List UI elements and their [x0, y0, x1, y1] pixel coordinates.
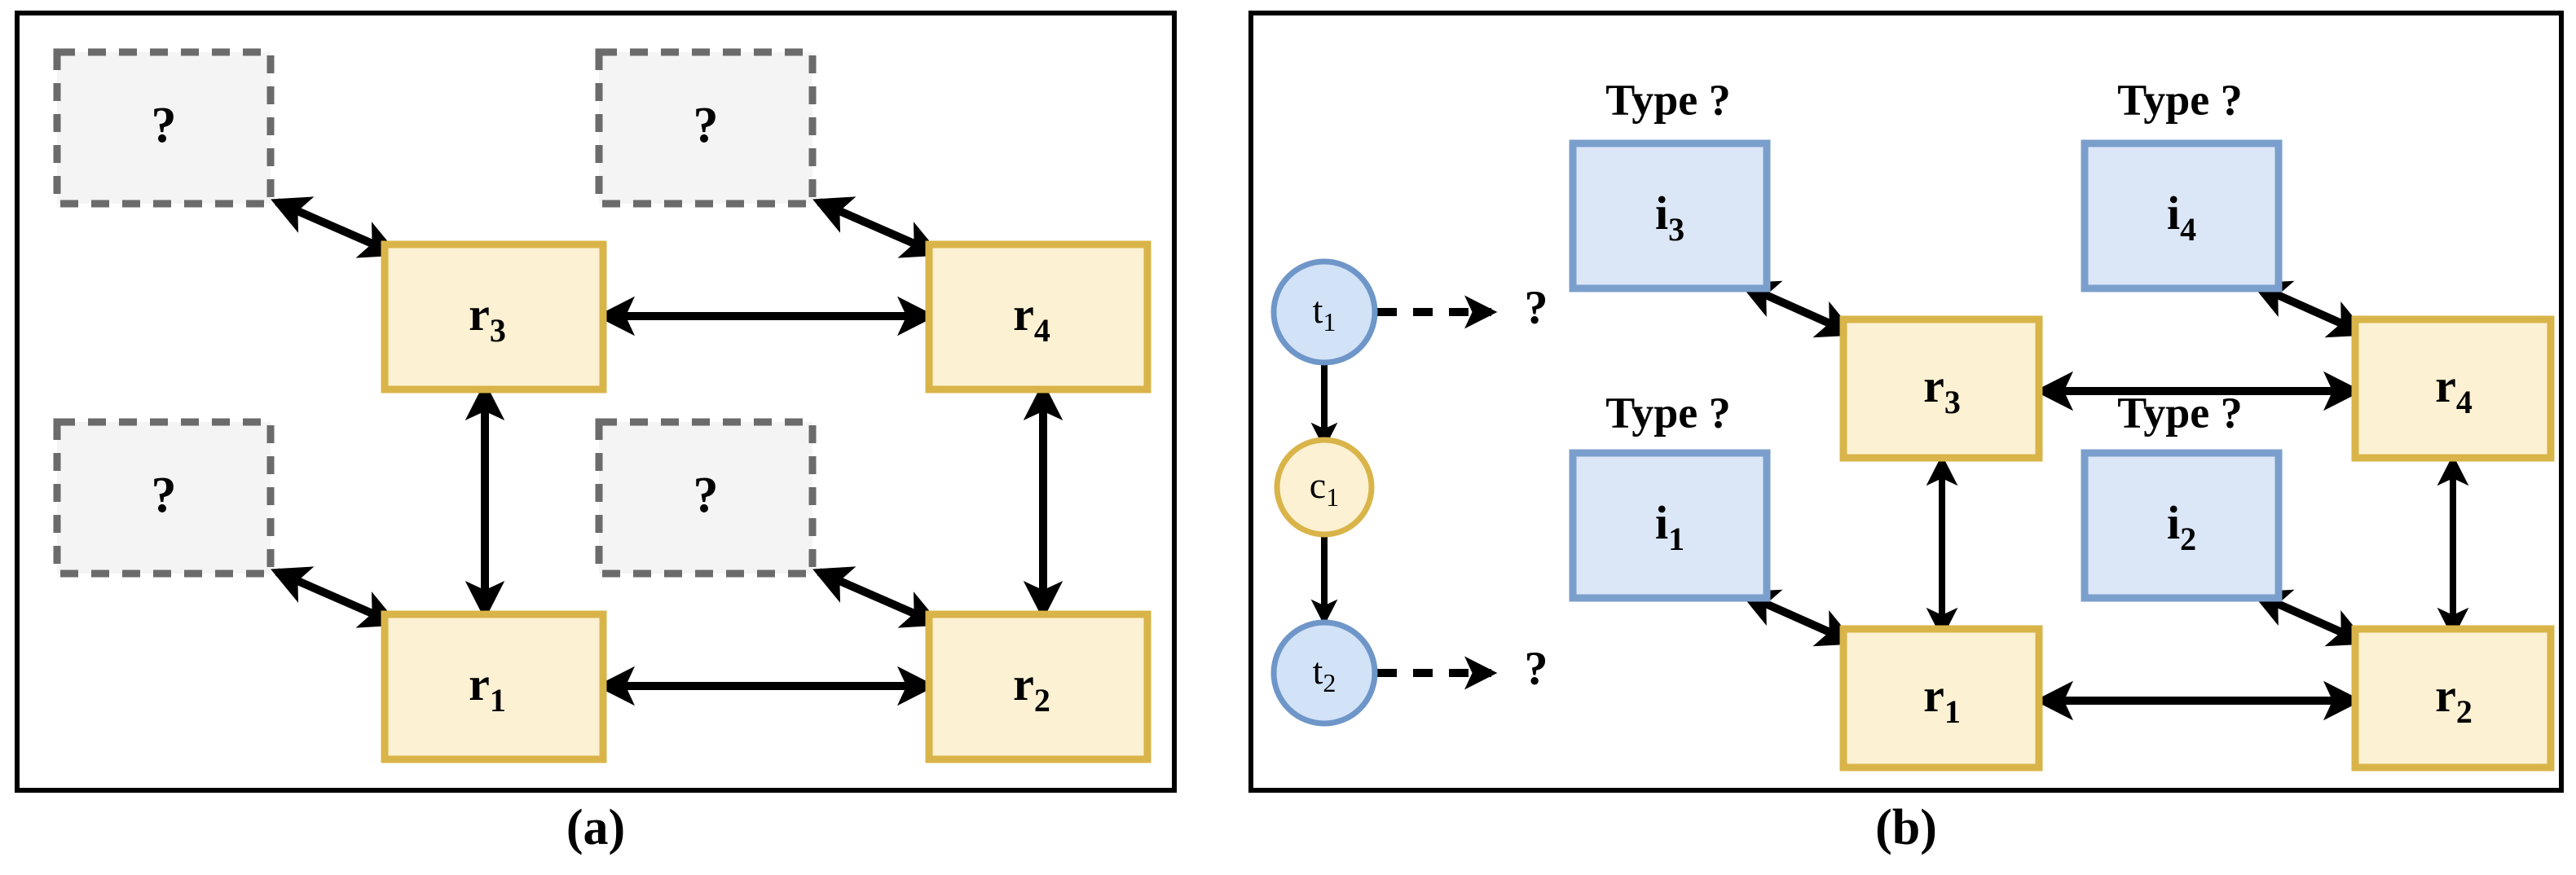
panel-b-node-r1-rect — [1839, 625, 2043, 772]
panel-a-node-r3-label: r3 — [469, 288, 506, 349]
panel-b-node-i3-rect — [1569, 139, 1771, 292]
panel-b-node-r3-rect — [1839, 315, 2043, 462]
panel-b-node-i1[interactable]: i1 — [1569, 449, 1771, 602]
unknown-node-a1-label: ? — [152, 98, 177, 153]
panel-b-node-c1[interactable]: c1 — [1274, 437, 1375, 538]
panel-a-node-r2-rect — [925, 610, 1151, 763]
panel-a-node-r1[interactable]: r1 — [381, 610, 607, 763]
panel-b-node-r1-label: r1 — [1923, 669, 1961, 730]
unknown-node-a1-rect — [53, 48, 275, 208]
type-label-i4: Type ? — [2117, 75, 2243, 124]
panel-b-node-t1-label: t1 — [1313, 289, 1336, 337]
panel-a-node-r3-rect — [381, 240, 607, 394]
type-label-i3: Type ? — [1605, 75, 1731, 124]
panel-b-caption: (b) — [1875, 800, 1937, 855]
panel-b-node-r3[interactable]: r3 — [1839, 315, 2043, 462]
panel-b-node-c1-label: c1 — [1310, 464, 1339, 512]
panel-b-node-r4-label: r4 — [2435, 359, 2473, 420]
panel-b-node-i1-label: i1 — [1655, 496, 1684, 557]
panel-a-node-r4[interactable]: r4 — [925, 240, 1151, 394]
unknown-node-a4[interactable]: ? — [595, 418, 817, 578]
panel-b-question-t1: ? — [1525, 280, 1548, 333]
panel-b-node-r2-rect — [2351, 625, 2555, 772]
panel-b-node-r2[interactable]: r2 — [2351, 625, 2555, 772]
panel-b-node-r2-label: r2 — [2435, 669, 2473, 730]
unknown-node-a1[interactable]: ? — [53, 48, 275, 208]
edge-i4-r4 — [2251, 280, 2368, 338]
panel-b-node-i4-rect — [2081, 139, 2283, 292]
unknown-node-a4-label: ? — [694, 468, 719, 523]
panel-a-node-r1-rect — [381, 610, 607, 763]
panel-b-node-r3-label: r3 — [1923, 359, 1961, 420]
panel-a-node-r4-label: r4 — [1013, 288, 1050, 349]
edge-unknown-a2-r4 — [812, 196, 941, 258]
panel-b-node-i4-label: i4 — [2167, 187, 2196, 248]
panel-a-node-r4-rect — [925, 240, 1151, 394]
panel-b-node-i3[interactable]: i3 — [1569, 139, 1771, 292]
edge-i1-r1 — [1739, 589, 1856, 647]
panel-b-node-i2-label: i2 — [2167, 496, 2196, 557]
panel-b-node-r1[interactable]: r1 — [1839, 625, 2043, 772]
type-label-i2: Type ? — [2117, 388, 2243, 437]
panel-b-node-r4[interactable]: r4 — [2351, 315, 2555, 462]
panel-a-node-r2-label: r2 — [1013, 657, 1050, 719]
panel-b-node-i3-label: i3 — [1655, 187, 1684, 248]
panel-b-node-i2-rect — [2081, 449, 2283, 602]
panel-a-caption: (a) — [566, 800, 625, 855]
panel-a-node-r3[interactable]: r3 — [381, 240, 607, 394]
panel-b-node-t2-shape — [1270, 619, 1378, 727]
panel-b-node-t1[interactable]: t1 — [1270, 258, 1378, 366]
edge-i3-r3 — [1739, 280, 1856, 338]
unknown-node-a2-label: ? — [694, 98, 719, 153]
panel-b-node-t2-label: t2 — [1313, 650, 1336, 698]
panel-b-node-i4[interactable]: i4 — [2081, 139, 2283, 292]
panel-b: t1 c1 t2 ? ? Type ? Type ? Type ? Type ?… — [1248, 11, 2564, 855]
unknown-node-a2[interactable]: ? — [595, 48, 817, 208]
panel-b-node-c1-shape — [1274, 437, 1375, 538]
panel-b-node-i2[interactable]: i2 — [2081, 449, 2283, 602]
panel-a: ? ? ? ? r3 r4 — [15, 11, 1177, 855]
edge-unknown-a3-r1 — [271, 566, 399, 628]
edge-unknown-a4-r2 — [812, 566, 941, 628]
edge-unknown-a1-r3 — [271, 196, 399, 258]
panel-b-question-t2: ? — [1525, 641, 1548, 694]
panel-b-node-i1-rect — [1569, 449, 1771, 602]
unknown-node-a4-rect — [595, 418, 817, 578]
type-label-i1: Type ? — [1605, 388, 1731, 437]
panel-b-node-t1-shape — [1270, 258, 1378, 366]
unknown-node-a3-label: ? — [152, 468, 177, 523]
panel-a-node-r2[interactable]: r2 — [925, 610, 1151, 763]
panel-b-node-t2[interactable]: t2 — [1270, 619, 1378, 727]
unknown-node-a3-rect — [53, 418, 275, 578]
panel-a-node-r1-label: r1 — [469, 657, 506, 719]
edge-i2-r2 — [2251, 589, 2368, 647]
unknown-node-a3[interactable]: ? — [53, 418, 275, 578]
unknown-node-a2-rect — [595, 48, 817, 208]
panel-b-node-r4-rect — [2351, 315, 2555, 462]
